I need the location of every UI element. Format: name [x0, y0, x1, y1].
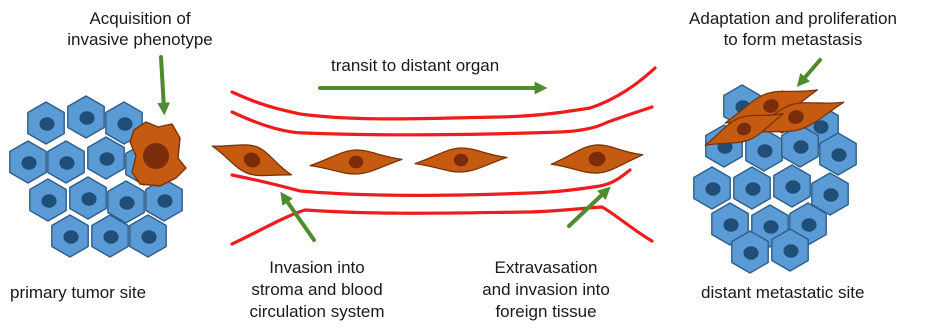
label-distant-site: distant metastatic site — [701, 282, 864, 303]
circulating-cell — [415, 146, 508, 173]
tumor-cell — [694, 167, 730, 209]
tumor-cell — [88, 137, 124, 179]
arrow-invasion — [284, 197, 314, 240]
label-acquisition: Acquisition of invasive phenotype — [42, 8, 238, 50]
invasive-cell-primary — [130, 122, 186, 186]
tumor-cell — [10, 141, 46, 183]
tumor-cell — [28, 102, 64, 144]
arrow-adaptation — [801, 60, 820, 82]
label-primary-site: primary tumor site — [10, 282, 146, 303]
label-adaptation: Adaptation and proliferation to form met… — [671, 8, 915, 50]
tumor-cell — [48, 141, 84, 183]
label-extravasation: Extravasation and invasion into foreign … — [446, 257, 646, 323]
label-transit: transit to distant organ — [331, 55, 499, 76]
tumor-cell — [68, 96, 104, 138]
vessel-wall-upper-inner — [232, 107, 652, 135]
label-invasion: Invasion into stroma and blood circulati… — [232, 257, 402, 323]
circulating-cell — [310, 148, 403, 175]
vessel-wall-lower-inner — [232, 170, 630, 195]
arrow-acquisition — [161, 57, 164, 109]
tumor-cell — [130, 215, 166, 257]
tumor-cell — [774, 165, 810, 207]
tumor-cell — [30, 179, 66, 221]
tumor-cell — [734, 167, 770, 209]
tumor-cell — [52, 215, 88, 257]
tumor-cell — [70, 177, 106, 219]
